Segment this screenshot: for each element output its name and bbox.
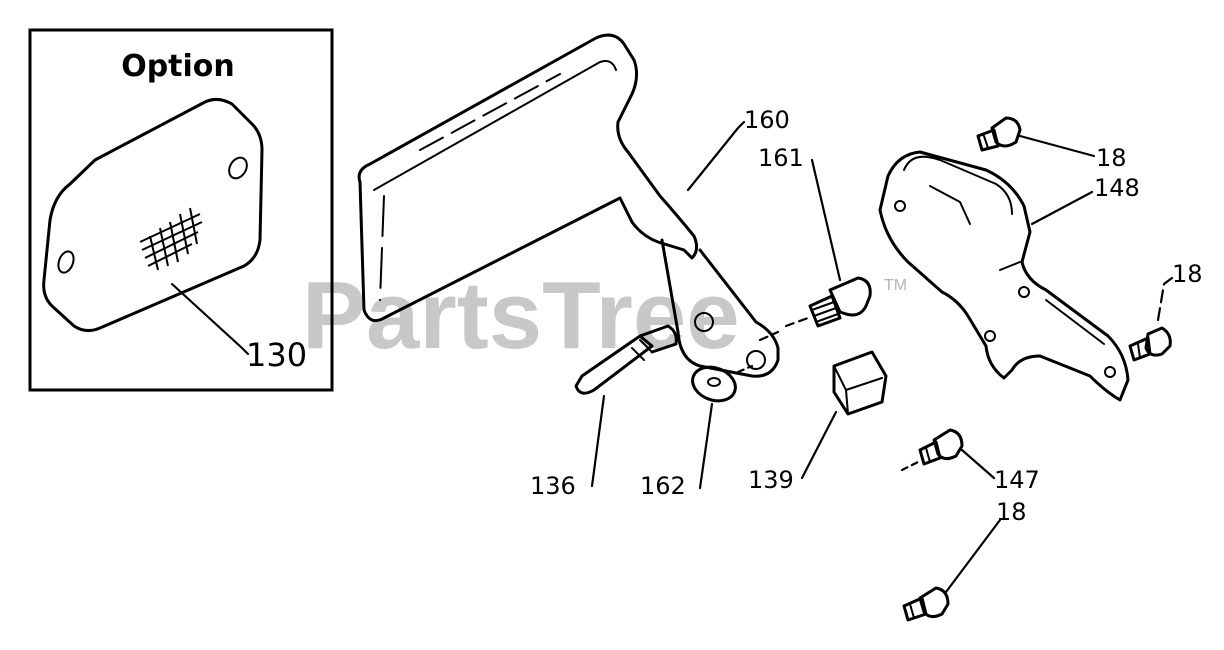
callout-136[interactable]: 136 <box>530 472 576 500</box>
watermark-brand: PartsTree <box>302 262 740 369</box>
leader-130 <box>170 282 250 356</box>
part-147-screw[interactable] <box>918 428 964 466</box>
part-136-pin[interactable] <box>574 324 678 395</box>
callout-139[interactable]: 139 <box>748 466 794 494</box>
part-162-washer[interactable] <box>688 361 740 406</box>
callout-18-top[interactable]: 18 <box>1096 144 1127 172</box>
leader-162 <box>698 402 714 490</box>
callout-18-bottom[interactable]: 18 <box>996 498 1027 526</box>
leader-136 <box>590 394 606 488</box>
callout-162[interactable]: 162 <box>640 472 686 500</box>
part-18-screw-top[interactable] <box>976 116 1022 152</box>
leader-139 <box>800 410 838 480</box>
mesh-pad <box>139 207 203 271</box>
option-frame <box>28 28 334 392</box>
part-161-bolt[interactable] <box>808 276 872 328</box>
leader-18-bottom <box>944 518 1002 594</box>
callout-160[interactable]: 160 <box>744 106 790 134</box>
watermark: PartsTree TM <box>302 262 907 369</box>
part-139-block[interactable] <box>832 350 888 416</box>
leader-148 <box>1030 190 1094 226</box>
leader-147 <box>960 448 996 480</box>
option-title: Option <box>121 49 235 84</box>
part-130-plate[interactable] <box>42 97 264 333</box>
callout-130[interactable]: 130 <box>246 336 307 374</box>
leader-160 <box>686 120 746 192</box>
part-18-screw-right[interactable] <box>1128 326 1172 362</box>
callout-18-right[interactable]: 18 <box>1172 260 1203 288</box>
callout-148[interactable]: 148 <box>1094 174 1140 202</box>
part-160-hand-guard[interactable] <box>357 33 780 378</box>
watermark-trademark: TM <box>884 277 907 294</box>
leader-18-right <box>1156 276 1174 322</box>
callout-161[interactable]: 161 <box>758 144 804 172</box>
leader-18-top <box>1018 134 1096 158</box>
leader-161 <box>810 158 842 282</box>
option-box: Option 130 <box>28 28 334 392</box>
part-18-screw-bottom[interactable] <box>902 586 950 622</box>
part-148-bracket[interactable] <box>878 150 1130 402</box>
callout-147[interactable]: 147 <box>994 466 1040 494</box>
